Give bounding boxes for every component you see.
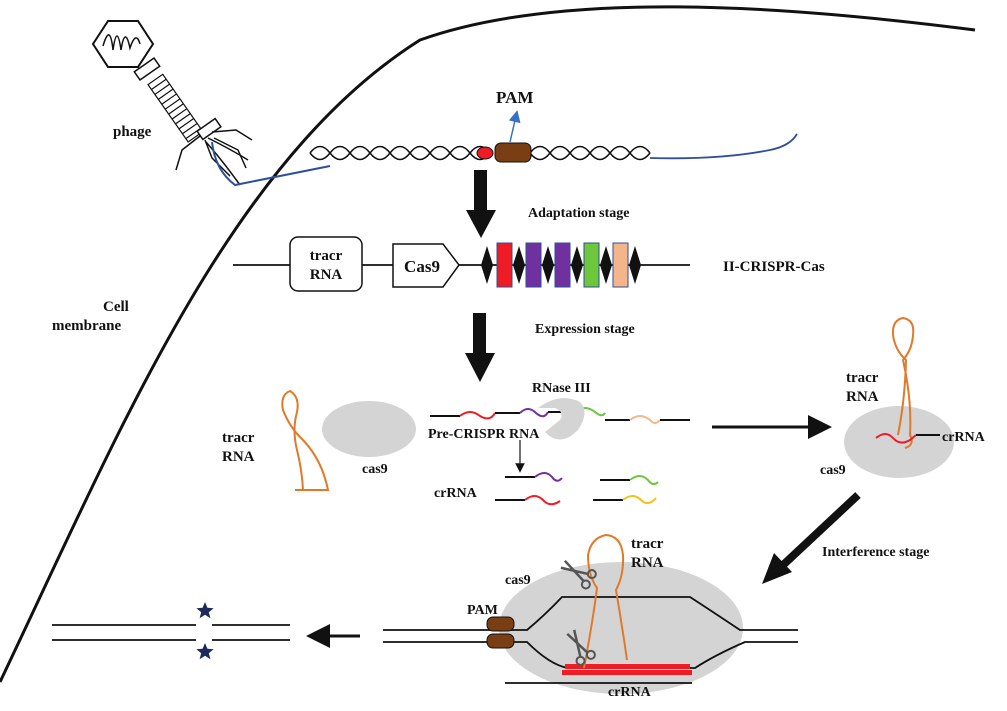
cas9-gene-label: Cas9: [404, 257, 440, 276]
adaptation-arrow-icon: [466, 170, 496, 238]
protospacer-mark: [476, 146, 494, 160]
adaptation-stage-label: Adaptation stage: [528, 206, 630, 221]
crrna-spacer-bottom: [562, 670, 692, 675]
cas9-gene-box: [392, 243, 460, 288]
crispr-repeat: [600, 246, 612, 284]
crispr-array: [481, 242, 641, 288]
crispr-repeat: [629, 246, 641, 284]
tracr-left-line2: RNA: [222, 449, 255, 465]
ii-crispr-cas-label: II-CRISPR-Cas: [723, 259, 825, 275]
cleaved-dna: [52, 624, 290, 641]
tracr-bottom-line1: tracr: [631, 536, 664, 552]
crispr-spacer: [525, 242, 542, 288]
phage-dna-tail: [649, 133, 798, 160]
tracr-left-line1: tracr: [222, 430, 255, 446]
crispr-spacer: [583, 242, 600, 288]
cas9-bottom-label: cas9: [505, 573, 531, 588]
tracr-bottom-line2: RNA: [631, 555, 664, 571]
crispr-spacer: [612, 242, 629, 288]
expression-arrow-icon: [465, 313, 495, 382]
crrna-bottom-label: crRNA: [608, 685, 652, 700]
tracr-rna-left: [281, 389, 330, 491]
cell-membrane-line2: membrane: [52, 318, 121, 334]
expression-stage-label: Expression stage: [535, 322, 635, 337]
crispr-repeat: [513, 246, 525, 284]
interference-stage-label: Interference stage: [822, 545, 929, 560]
crispr-spacer: [496, 242, 513, 288]
pre-crispr-rna: [430, 407, 690, 424]
scissors-icon: [566, 629, 596, 666]
tracr-box-line1: tracr: [310, 248, 343, 264]
tracr-rna-bottom: [583, 533, 628, 669]
rnase-iii-label: RNase III: [532, 381, 591, 396]
star-icon: [196, 602, 214, 619]
pam-block-bottom-2: [486, 633, 515, 649]
target-hybrid-bottom: [565, 664, 690, 669]
pam-bottom-label: PAM: [467, 603, 498, 618]
tracr-right-line2: RNA: [846, 389, 879, 405]
pam-block-bottom-1: [486, 616, 515, 632]
tracr-box-line2: RNA: [310, 267, 343, 283]
phage-label: phage: [113, 124, 152, 140]
crispr-repeat: [481, 246, 493, 284]
processed-crrnas: [495, 472, 659, 506]
star-icon: [196, 643, 214, 660]
cas9-left-label: cas9: [362, 462, 388, 477]
cas9-protein-bottom: [499, 562, 743, 694]
pam-block-top: [494, 142, 532, 163]
pam-top-label: PAM: [496, 88, 533, 107]
cas9-right-label: cas9: [820, 463, 846, 478]
pre-crispr-rna-label: Pre-CRISPR RNA: [428, 427, 540, 442]
crispr-repeat: [542, 246, 554, 284]
cas9-protein-left: [322, 401, 416, 457]
phage-dna-helix: [309, 145, 651, 161]
scissors-icon: [560, 559, 597, 590]
crrna-red-right: [875, 433, 917, 444]
cell-membrane-line1: Cell: [103, 299, 129, 315]
crispr-spacer: [554, 242, 571, 288]
tracr-rna-right: [891, 316, 915, 449]
tracr-rna-gene-box: [289, 236, 363, 292]
crrna-right-label: crRNA: [942, 430, 986, 445]
tracr-right-line1: tracr: [846, 370, 879, 386]
crrna-mid-label: crRNA: [434, 486, 478, 501]
rnase-iii-protein: [538, 398, 585, 440]
pam-pointer-arrow: [508, 110, 521, 143]
cell-membrane-curve: [0, 5, 976, 683]
interference-arrow-icon: [762, 492, 861, 584]
phage-icon: [91, 20, 331, 187]
crispr-repeat: [571, 246, 583, 284]
